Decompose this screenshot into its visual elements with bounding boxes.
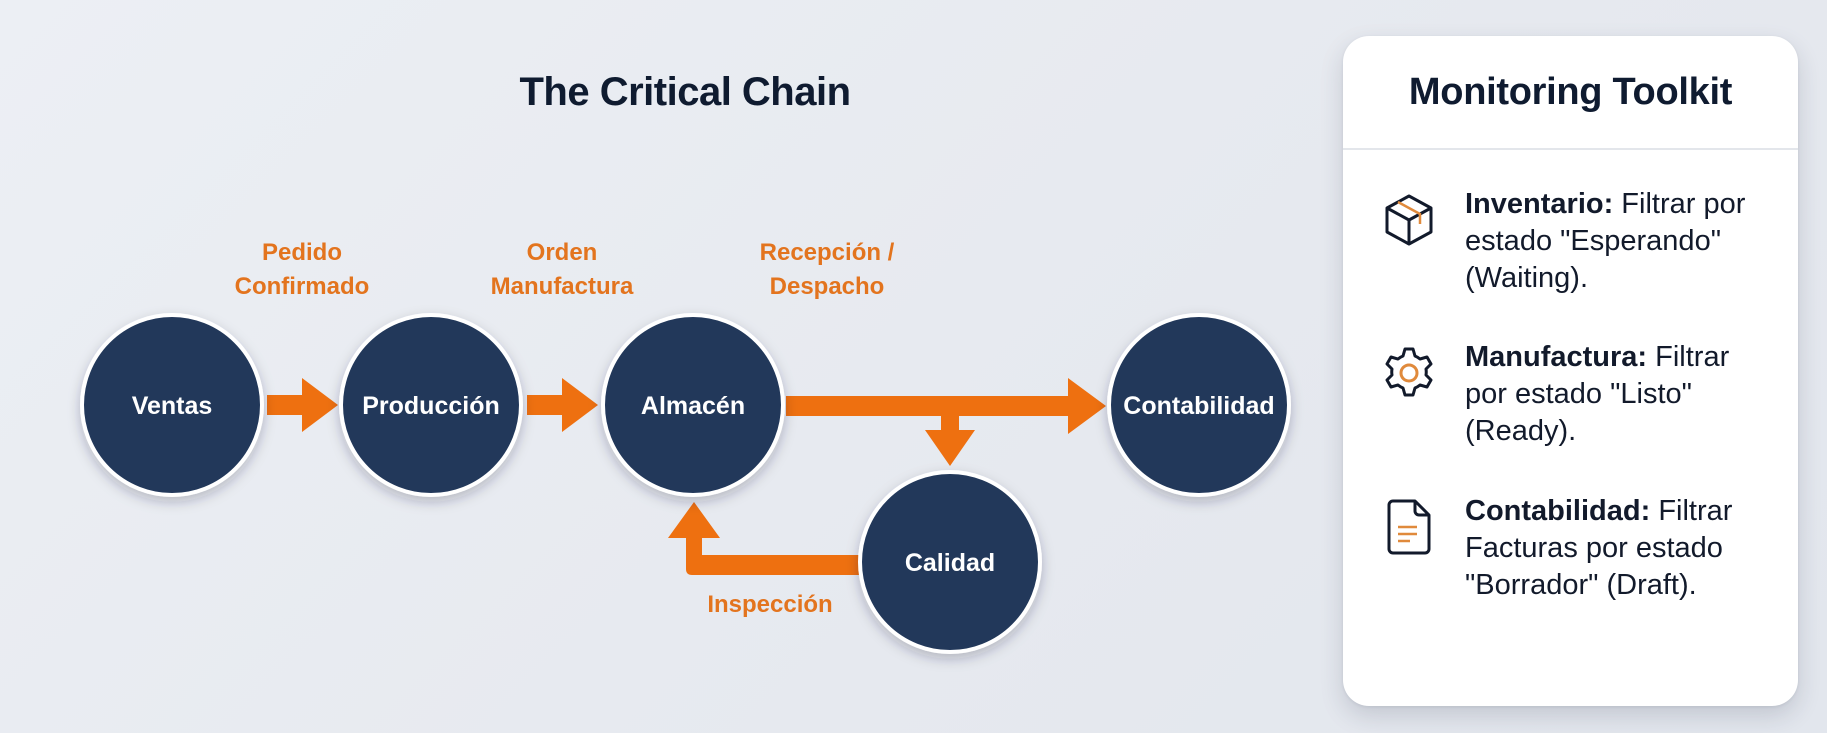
box-icon	[1385, 194, 1433, 246]
edge-label-orden-line1: Orden	[527, 239, 598, 266]
toolkit-item-body: Filtrar por estado "Esperando" (Waiting)…	[1465, 188, 1746, 294]
arrow-calidad-almacen	[668, 502, 860, 575]
toolkit-item-text: Inventario: Filtrar por estado "Esperand…	[1465, 186, 1778, 297]
arrow-almacen-contabilidad	[786, 378, 1106, 434]
toolkit-item-heading: Inventario:	[1465, 188, 1614, 220]
arrows	[267, 378, 1106, 575]
node-label-almacen: Almacén	[641, 392, 745, 420]
edge-label-orden-line2: Manufactura	[491, 273, 634, 300]
edge-label-recepcion-line2: Despacho	[770, 273, 885, 300]
toolkit-item-body: Filtrar Facturas por estado "Borrador" (…	[1465, 495, 1733, 601]
toolkit-item-manufactura: Manufactura: Filtrar por estado "Listo" …	[1379, 339, 1778, 450]
node-label-ventas: Ventas	[132, 392, 213, 420]
panel-title: Monitoring Toolkit	[1343, 36, 1798, 150]
document-icon	[1387, 499, 1431, 555]
node-label-contabilidad: Contabilidad	[1123, 392, 1274, 420]
node-almacen[interactable]	[601, 313, 785, 497]
toolkit-item-body: Filtrar por estado "Listo" (Ready).	[1465, 341, 1730, 447]
node-ventas[interactable]	[80, 313, 264, 497]
edge-label-recepcion-line1: Recepción /	[760, 239, 895, 266]
toolkit-item-text: Contabilidad: Filtrar Facturas por estad…	[1465, 493, 1778, 604]
edge-label-inspeccion: Inspección	[707, 591, 832, 618]
edge-label-pedido-line1: Pedido	[262, 239, 342, 266]
diagram-title: The Critical Chain	[519, 70, 851, 114]
monitoring-toolkit-panel: Monitoring Toolkit Inventario: Filtrar p…	[1343, 36, 1798, 706]
arrow-almacen-calidad	[925, 414, 975, 466]
node-calidad[interactable]	[858, 470, 1042, 654]
arrow-ventas-produccion	[267, 378, 338, 432]
edge-label-pedido-line2: Confirmado	[235, 273, 370, 300]
process-flow-diagram: Ventas Producción Almacén Contabilidad C…	[80, 239, 1291, 654]
arrow-produccion-almacen	[527, 378, 598, 432]
toolkit-item-inventario: Inventario: Filtrar por estado "Esperand…	[1379, 186, 1778, 297]
node-produccion[interactable]	[339, 313, 523, 497]
node-label-calidad: Calidad	[905, 549, 995, 577]
toolkit-item-heading: Manufactura:	[1465, 341, 1648, 373]
gear-icon	[1385, 347, 1433, 397]
toolkit-item-contabilidad: Contabilidad: Filtrar Facturas por estad…	[1379, 493, 1778, 604]
node-contabilidad[interactable]	[1107, 313, 1291, 497]
toolkit-item-heading: Contabilidad:	[1465, 495, 1651, 527]
node-label-produccion: Producción	[362, 392, 500, 420]
toolkit-item-text: Manufactura: Filtrar por estado "Listo" …	[1465, 339, 1778, 450]
